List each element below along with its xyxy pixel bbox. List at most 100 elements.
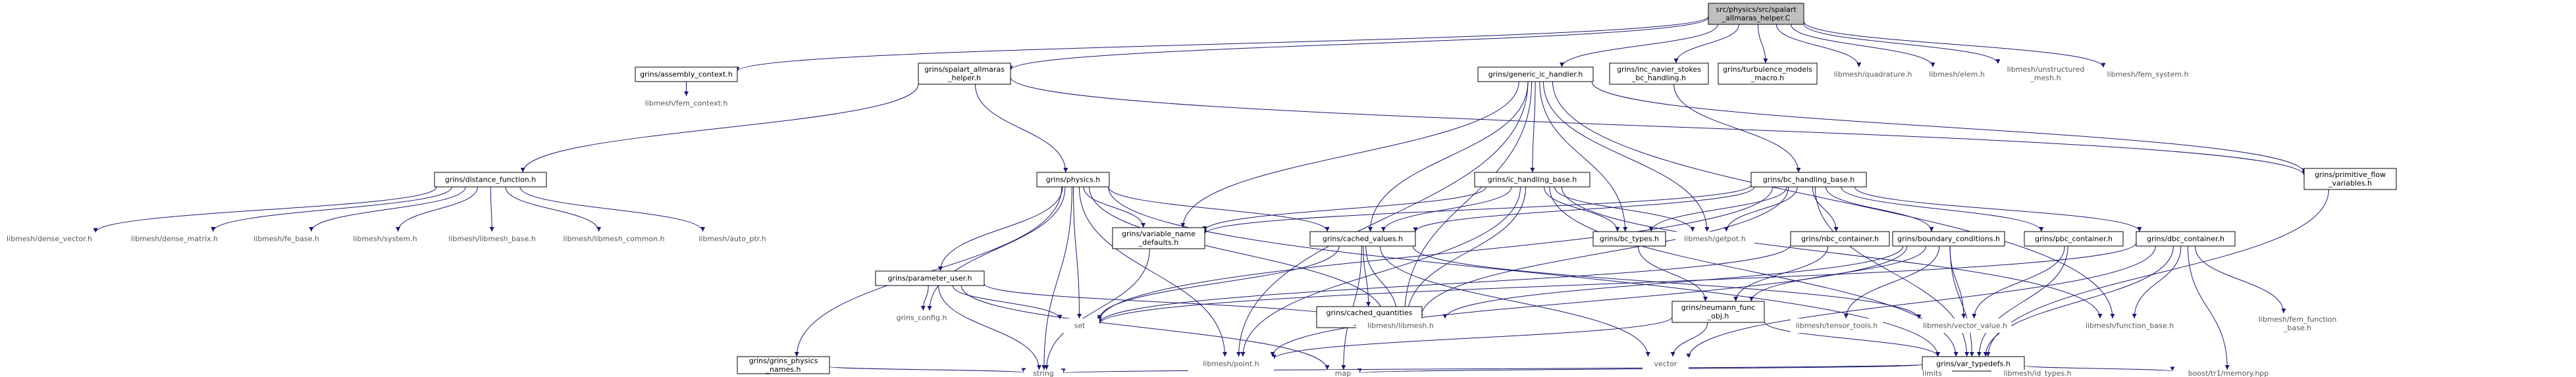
edge-generic_ic-to-primitive_flow	[1591, 81, 2307, 174]
node-box	[1675, 232, 1754, 246]
node-boundary_conditions[interactable]: grins/boundary_conditions.h	[1892, 231, 2005, 247]
node-label: _defaults.h	[1138, 238, 1178, 247]
node-turb_models[interactable]: grins/turbulence_models_macro.h	[1718, 63, 1818, 85]
edge-spalart_helper-to-primitive_flow	[1010, 77, 2307, 176]
node-box	[889, 311, 955, 325]
edge-var_typedefs-to-map	[1357, 364, 1923, 374]
node-box	[1024, 370, 1063, 377]
edge-root-to-generic_ic	[1560, 24, 1718, 68]
node-box	[1830, 67, 1916, 82]
node-box	[1609, 63, 1709, 85]
node-dense_matrix: libmesh/dense_matrix.h	[128, 232, 221, 246]
node-distance_function[interactable]: grins/distance_function.h	[434, 172, 547, 188]
node-ic_handling_base[interactable]: grins/ic_handling_base.h	[1474, 172, 1590, 188]
edge-parameter_user-to-map	[960, 285, 1330, 370]
node-box	[1671, 301, 1765, 323]
node-box	[2245, 313, 2350, 334]
edge-parameter_user-to-libmesh_h	[984, 283, 1359, 322]
node-label: grins/parameter_user.h	[888, 274, 972, 283]
node-label: _mesh.h	[2030, 74, 2061, 82]
node-primitive_flow[interactable]: grins/primitive_flow_variables.h	[2303, 168, 2397, 190]
node-label: grins/distance_function.h	[445, 176, 537, 184]
node-spalart_helper[interactable]: grins/spalart_allmaras_helper.h	[918, 63, 1011, 85]
edge-bc_handling_base-to-pbc_container	[1841, 186, 2044, 232]
edge-bc_handling_base-to-set	[1097, 186, 1774, 322]
node-label: libmesh/vector_value.h	[1923, 322, 2007, 330]
node-box	[2136, 231, 2236, 247]
node-string: string	[1024, 369, 1063, 377]
node-box	[1750, 172, 1867, 188]
node-box	[2303, 168, 2397, 190]
node-variable_name_defaults[interactable]: grins/variable_name_defaults.h	[1112, 227, 1205, 249]
node-bc_types[interactable]: grins/bc_types.h	[1592, 231, 1666, 247]
node-label: string	[1033, 369, 1054, 377]
node-limits: limits	[1912, 369, 1952, 377]
node-inc_ns_bc[interactable]: grins/inc_navier_stokes_bc_handling.h	[1609, 63, 1709, 85]
node-bc_handling_base[interactable]: grins/bc_handling_base.h	[1750, 172, 1867, 188]
edge-pbc_container-to-vector_value	[1972, 245, 2065, 319]
node-box	[1919, 318, 2011, 333]
node-var_typedefs[interactable]: grins/var_typedefs.h	[1922, 356, 2025, 372]
edge-boundary_conditions-to-var_typedefs	[1949, 245, 1974, 357]
node-box	[1036, 172, 1110, 188]
node-generic_ic[interactable]: grins/generic_ic_handler.h	[1477, 66, 1594, 82]
edge-generic_ic-to-variable_name_defaults	[1180, 81, 1519, 228]
edge-distance_function-to-auto_ptr	[519, 186, 706, 232]
node-box	[737, 356, 830, 374]
node-label: _variables.h	[2328, 179, 2372, 188]
node-grins_config: grins_config.h	[889, 311, 955, 325]
edge-generic_ic-to-function_base	[1552, 81, 2115, 319]
node-label: grins/var_typedefs.h	[1936, 360, 2011, 368]
node-label: _names.h	[766, 365, 801, 374]
node-dbc_container[interactable]: grins/dbc_container.h	[2136, 231, 2236, 247]
node-box	[691, 232, 774, 246]
node-label: grins/bc_types.h	[1600, 235, 1659, 243]
edge-dbc_container-to-vector	[1686, 245, 2156, 359]
node-label: grins/variable_name	[1122, 230, 1196, 238]
node-box	[1790, 231, 1890, 247]
edge-generic_ic-to-ic_handling_base	[1530, 81, 1536, 173]
edge-boundary_conditions-to-tensor_tools	[1843, 245, 1940, 319]
node-label: libmesh/fem_context.h	[645, 99, 728, 108]
edge-root-to-quadrature	[1775, 24, 1862, 68]
node-map: map	[1327, 369, 1359, 377]
node-label: libmesh/elem.h	[1929, 70, 1985, 79]
node-label: libmesh/libmesh_common.h	[563, 235, 664, 243]
node-label: set	[1074, 322, 1086, 330]
node-label: libmesh/libmesh_base.h	[448, 235, 535, 243]
node-assembly_context[interactable]: grins/assembly_context.h	[635, 66, 738, 82]
edge-parameter_user-to-set	[952, 285, 1063, 320]
node-grins_physics_names[interactable]: grins/grins_physics_names.h	[737, 356, 830, 374]
node-neumann_func[interactable]: grins/neumann_func_obj.h	[1671, 301, 1765, 323]
node-physics[interactable]: grins/physics.h	[1036, 172, 1110, 188]
node-box	[1188, 357, 1274, 371]
edge-parameter_user-to-grins_config	[920, 285, 929, 311]
edge-pbc_container-to-var_typedefs	[1976, 245, 2068, 357]
node-function_base: libmesh/function_base.h	[2077, 318, 2182, 333]
edge-bc_handling_base-to-bc_types	[1648, 186, 1787, 232]
node-box	[556, 232, 671, 246]
node-label: grins/generic_ic_handler.h	[1488, 70, 1583, 79]
edge-neumann_func-to-var_typedefs	[1764, 321, 1940, 357]
edge-var_typedefs-to-string	[1061, 364, 1923, 374]
edge-nbc_container-to-neumann_func	[1733, 245, 1829, 302]
edge-physics-to-set	[1073, 186, 1082, 319]
node-parameter_user[interactable]: grins/parameter_user.h	[875, 270, 985, 286]
node-fem_context: libmesh/fem_context.h	[642, 96, 731, 111]
node-label: grins_config.h	[897, 314, 947, 322]
node-pbc_container[interactable]: grins/pbc_container.h	[2024, 231, 2124, 247]
node-nbc_container[interactable]: grins/nbc_container.h	[1790, 231, 1890, 247]
edge-dbc_container-to-var_typedefs	[1983, 245, 2174, 357]
node-box	[128, 232, 221, 246]
node-box	[441, 232, 543, 246]
nodes-layer: src/physics/src/spalart_allmaras_helper.…	[3, 3, 2397, 377]
node-label: grins/inc_navier_stokes	[1617, 65, 1701, 74]
node-label: libmesh/tensor_tools.h	[1796, 322, 1878, 330]
edge-cached_values-to-set	[1097, 245, 1340, 320]
node-cached_values[interactable]: grins/cached_values.h	[1309, 231, 1416, 247]
edge-physics-to-cached_values	[1108, 186, 1330, 232]
edge-ic_handling_base-to-point	[1240, 186, 1521, 357]
node-label: vector	[1654, 360, 1677, 368]
edge-ic_handling_base-to-getpot	[1554, 186, 1695, 232]
node-label: grins/neumann_func	[1681, 303, 1755, 312]
